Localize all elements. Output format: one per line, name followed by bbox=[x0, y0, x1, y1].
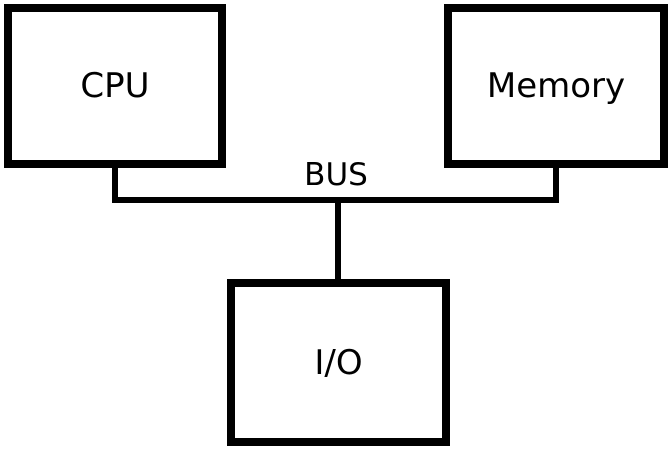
bus-io-connector bbox=[335, 203, 341, 279]
cpu-box: CPU bbox=[4, 4, 226, 168]
io-label: I/O bbox=[314, 342, 363, 383]
bus-cpu-connector bbox=[112, 168, 118, 203]
bus-horizontal-line bbox=[112, 197, 559, 203]
cpu-label: CPU bbox=[80, 66, 150, 106]
bus-label: BUS bbox=[304, 157, 368, 193]
io-box: I/O bbox=[227, 279, 450, 446]
bus-memory-connector bbox=[553, 168, 559, 203]
memory-box: Memory bbox=[444, 4, 668, 168]
memory-label: Memory bbox=[486, 66, 626, 106]
